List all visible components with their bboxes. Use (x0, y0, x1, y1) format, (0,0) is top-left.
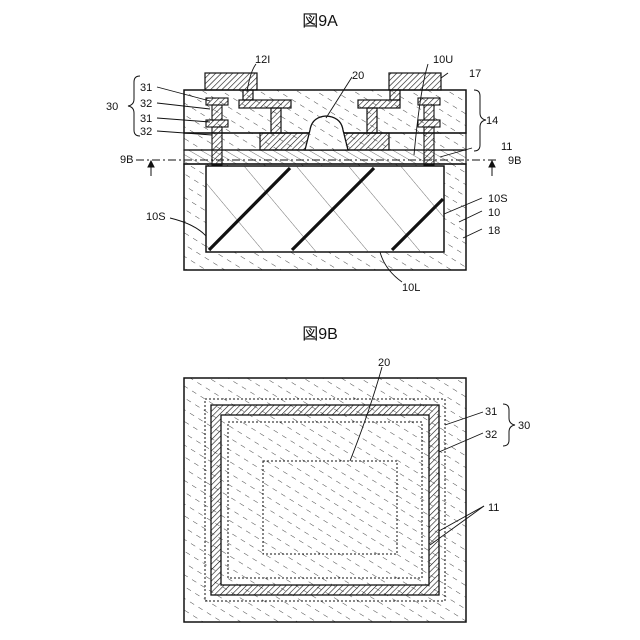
pad-17-right (389, 73, 441, 90)
label-32-top: 32 (140, 98, 152, 110)
figure-9a-title: 図9A (302, 13, 338, 30)
label-10l: 10L (402, 282, 420, 294)
pad-right-stem (390, 90, 400, 100)
label-14: 14 (486, 115, 498, 127)
label-32-bottom: 32 (140, 126, 152, 138)
label-17: 17 (469, 68, 481, 80)
via-right (367, 108, 377, 133)
figure-9b: 図9B 20 31 32 30 11 (184, 326, 530, 622)
brace-30-plan (503, 404, 515, 446)
label-10: 10 (488, 207, 500, 219)
label-10s-right: 10S (488, 193, 508, 205)
label-10u: 10U (433, 54, 453, 66)
brace-14 (474, 90, 486, 151)
label-9b-left: 9B (120, 154, 133, 166)
label-31-bottom: 31 (140, 113, 152, 125)
label-31-top: 31 (140, 82, 152, 94)
wiring-upper-right (358, 100, 400, 108)
label-12i: 12I (255, 54, 270, 66)
pad-left-stem (243, 90, 253, 100)
label-31-plan: 31 (485, 406, 497, 418)
section-arrow-left-icon (148, 161, 154, 176)
label-9b-right: 9B (508, 155, 521, 167)
label-30-plan: 30 (518, 420, 530, 432)
via-left (271, 108, 281, 133)
brace-30 (128, 76, 140, 136)
label-30: 30 (106, 101, 118, 113)
label-20: 20 (352, 70, 364, 82)
figure-9a: 図9A (106, 13, 521, 294)
label-20-plan: 20 (378, 357, 390, 369)
label-11-plan: 11 (488, 502, 499, 514)
section-arrow-right-icon (489, 161, 495, 176)
label-11: 11 (501, 141, 512, 153)
label-32-plan: 32 (485, 429, 497, 441)
label-18: 18 (488, 225, 500, 237)
figure-9b-title: 図9B (302, 326, 338, 343)
wiring-upper-left (239, 100, 291, 108)
label-10s-left: 10S (146, 211, 166, 223)
